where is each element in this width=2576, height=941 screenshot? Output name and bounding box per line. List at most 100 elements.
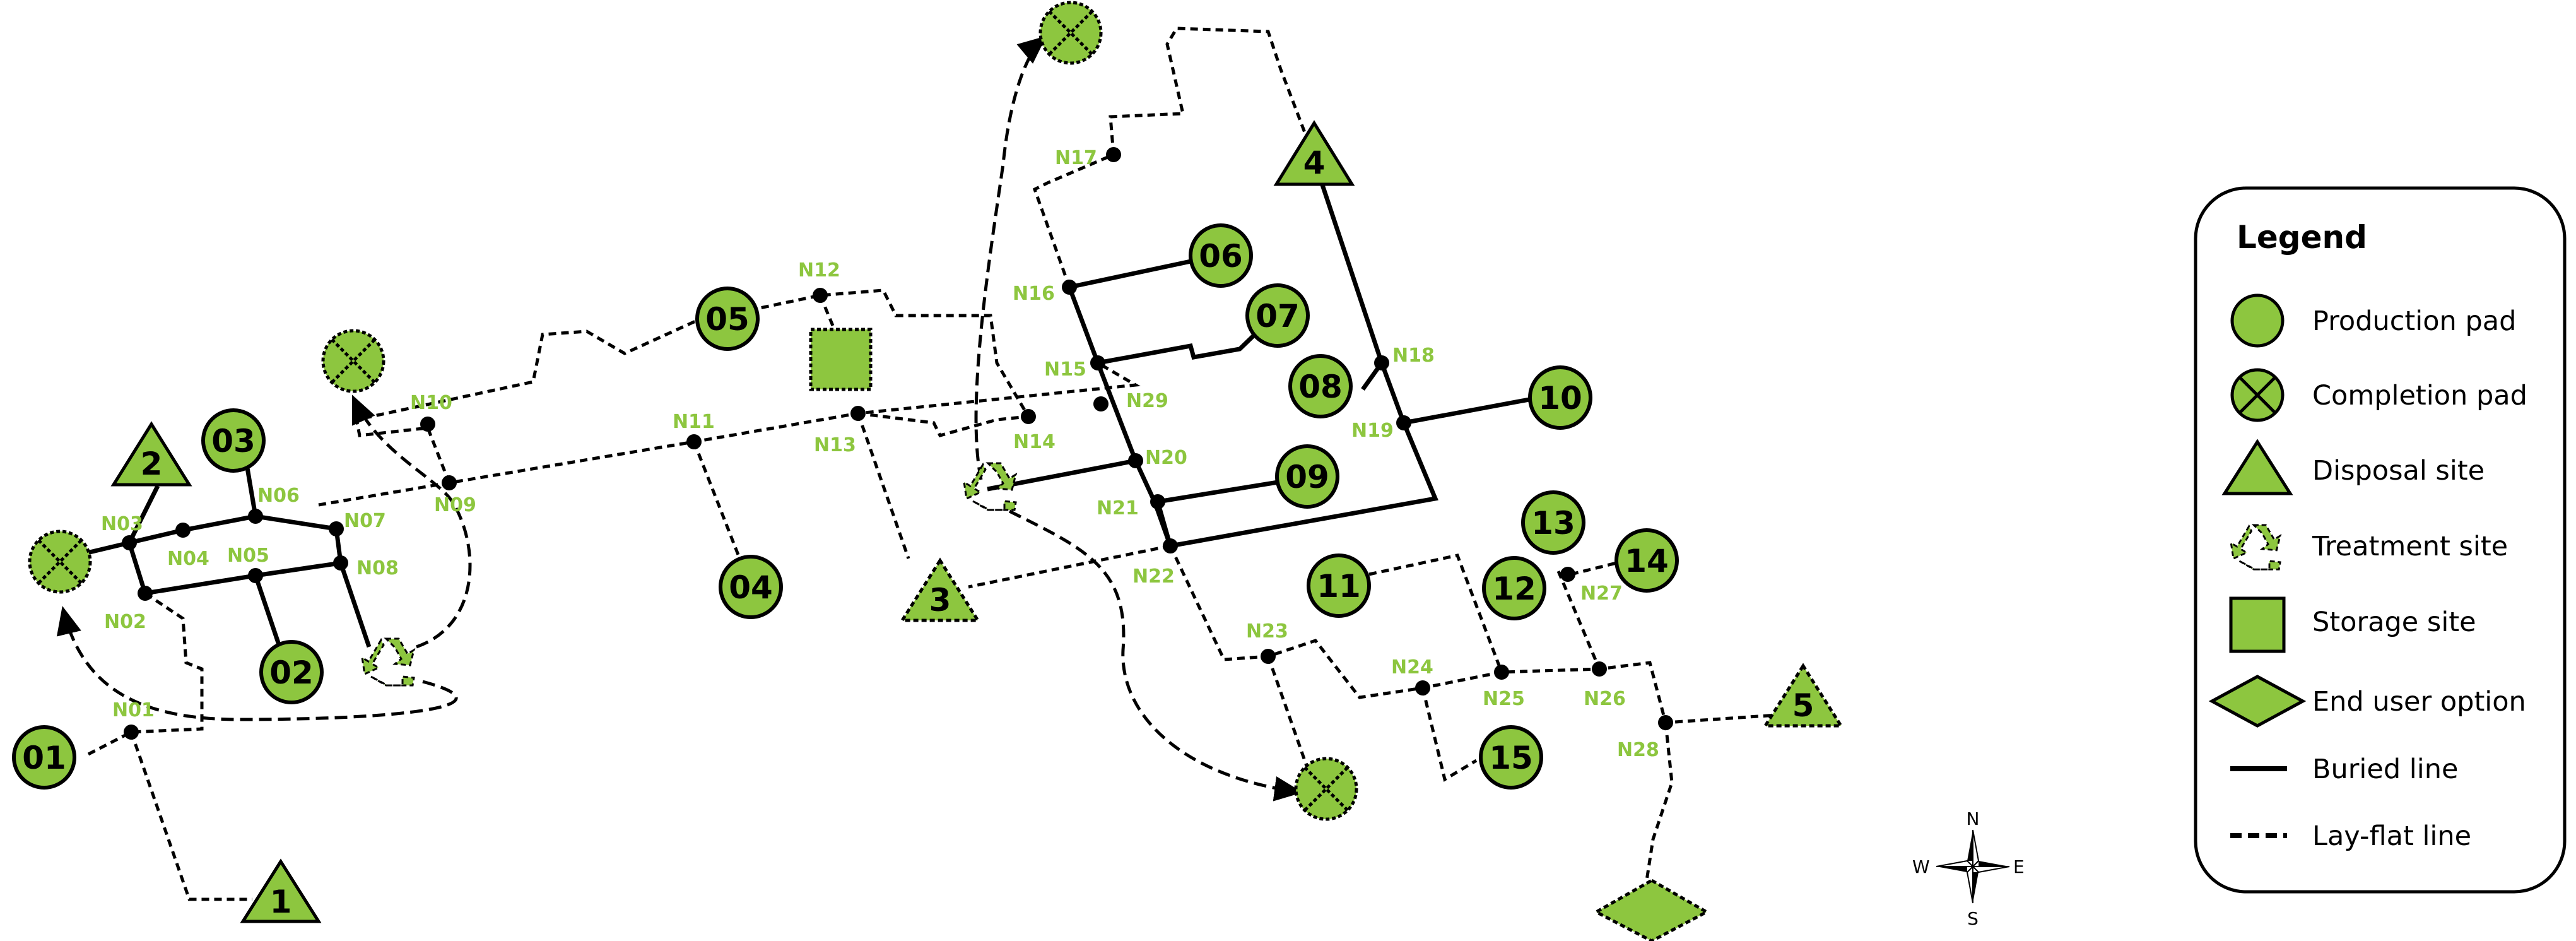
disposal-site-3[interactable]: 3 [899,557,981,622]
legend-item-completion-pad: Completion pad [2230,368,2527,422]
production-pad-06[interactable]: 06 [1189,223,1253,288]
production-pad-05[interactable]: 05 [695,287,760,351]
node-n01[interactable] [124,725,139,740]
node-n28[interactable] [1658,715,1673,730]
storage-square-icon [809,328,873,391]
node-n27[interactable] [1560,567,1575,582]
node-n05[interactable] [248,568,263,583]
node-label: N09 [434,494,476,516]
completion-pad-icon [2238,376,2276,414]
pad-number: 10 [1538,380,1582,417]
diamond-icon [2208,675,2307,728]
pad-number: 01 [22,740,66,776]
node-n23[interactable] [1261,649,1276,664]
end-user-option[interactable] [1592,879,1710,941]
arrow-treatment-to-completion-south [1008,509,1303,802]
node-labels: N01 N02 N03 N04 N05 N06 N07 N08 N09 N10 … [101,147,1659,761]
node-label: N03 [101,513,143,535]
node-n11[interactable] [686,434,702,449]
node-label: N10 [410,392,452,414]
completion-pads [28,1,1358,821]
disposal-site-1[interactable]: 1 [240,858,322,923]
layflat-line [355,288,1032,483]
layflat-lines [87,27,1805,901]
production-pad-03[interactable]: 03 [201,408,266,473]
buried-line [987,153,1540,548]
node-label: N06 [257,485,300,507]
production-pad-01[interactable]: 01 [12,725,76,790]
node-n18[interactable] [1374,355,1389,370]
production-pad-12[interactable]: 12 [1482,556,1546,620]
pad-number: 14 [1625,543,1669,579]
disposal-site-4[interactable]: 4 [1273,120,1355,186]
layflat-line [968,544,1171,589]
production-pad-15[interactable]: 15 [1479,725,1543,790]
pad-number: 11 [1317,568,1361,605]
production-pad-04[interactable]: 04 [719,555,783,619]
layflat-line [1368,553,1622,673]
pad-number: 07 [1256,298,1300,334]
disposal-site-5[interactable]: 5 [1762,663,1844,728]
completion-pad-west[interactable] [28,530,92,594]
node-n17[interactable] [1106,147,1121,162]
pad-number: 03 [211,423,256,459]
production-pads: 01 02 03 04 05 06 07 08 09 10 11 12 13 1… [12,223,1679,790]
disposal-number: 4 [1303,145,1326,181]
junction-nodes [122,147,1673,740]
node-label: N29 [1126,390,1168,412]
node-n19[interactable] [1396,415,1411,430]
legend-label: Completion pad [2312,380,2527,411]
node-n16[interactable] [1062,280,1077,295]
compass-e: E [2013,856,2025,877]
node-label: N07 [344,510,386,532]
node-n10[interactable] [420,417,435,432]
diamond-icon [1592,879,1710,941]
node-n21[interactable] [1150,494,1165,509]
completion-pad-south[interactable] [1294,757,1358,821]
node-n15[interactable] [1090,355,1105,370]
node-n03[interactable] [122,535,137,550]
disposal-number: 3 [929,582,951,618]
production-pad-13[interactable]: 13 [1521,490,1585,555]
node-n20[interactable] [1128,453,1143,468]
layflat-line [1032,27,1308,288]
production-pad-10[interactable]: 10 [1528,365,1592,430]
node-label: N16 [1013,283,1055,305]
production-pad-09[interactable]: 09 [1275,444,1339,509]
node-n25[interactable] [1494,665,1509,680]
node-n24[interactable] [1415,680,1430,695]
compass-rose: N S E W [1912,808,2025,929]
production-pad-14[interactable]: 14 [1614,528,1679,593]
legend-label: Treatment site [2312,531,2508,562]
node-n22[interactable] [1163,538,1178,553]
node-n02[interactable] [138,586,153,601]
node-label: N20 [1145,447,1187,469]
node-n04[interactable] [175,523,191,538]
layflat-line [318,361,1141,507]
completion-pad-north-west[interactable] [321,329,385,393]
production-pad-11[interactable]: 11 [1307,553,1371,618]
node-n14[interactable] [1021,409,1036,424]
production-pad-08[interactable]: 08 [1288,354,1353,418]
node-n26[interactable] [1592,661,1607,677]
storage-site[interactable] [809,328,873,391]
production-pad-07[interactable]: 07 [1245,283,1310,348]
disposal-site-2[interactable]: 2 [110,421,192,487]
node-n12[interactable] [813,288,828,303]
node-n06[interactable] [248,509,263,524]
node-n09[interactable] [442,475,457,490]
node-n08[interactable] [333,555,348,571]
arrow-treatment-to-completion-01 [56,606,458,721]
node-n07[interactable] [329,521,344,536]
node-label: N12 [798,259,840,281]
pad-number: 09 [1285,459,1329,495]
compass-w: W [1912,856,1930,877]
layflat-line [87,591,204,756]
node-n13[interactable] [850,406,866,421]
production-pad-02[interactable]: 02 [259,640,324,704]
node-n29[interactable] [1093,396,1109,411]
completion-pad-north[interactable] [1038,1,1103,65]
pad-number: 06 [1199,238,1243,275]
legend-label: Lay-flat line [2312,820,2471,852]
